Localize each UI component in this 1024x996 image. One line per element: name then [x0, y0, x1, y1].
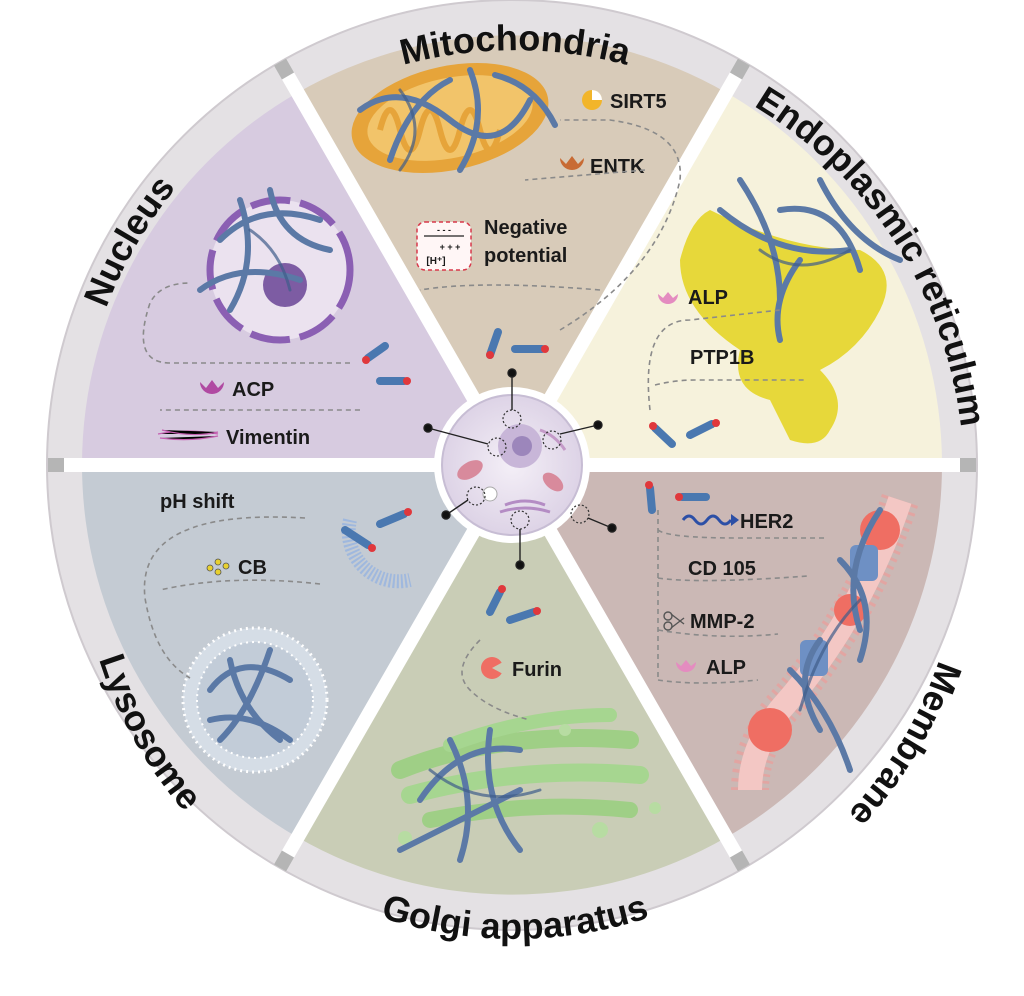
golgi-illustration	[391, 708, 661, 863]
sirt5-label: SIRT5	[610, 91, 667, 113]
her2-label: HER2	[740, 511, 793, 533]
acp-label: ACP	[232, 379, 274, 401]
potential-label: potential	[484, 245, 567, 267]
lysosome-arrows	[143, 516, 321, 679]
furin-icon	[481, 657, 503, 679]
er-alp-icon	[658, 292, 678, 304]
sector-golgi	[297, 465, 727, 895]
cd105-label: CD 105	[688, 558, 756, 580]
membrane-alp-icon	[676, 660, 696, 672]
probe-nucleus	[362, 342, 411, 385]
sirt5-icon	[582, 90, 602, 110]
proton-label: [H⁺]	[426, 256, 445, 267]
charge-pos: + + +	[440, 242, 461, 252]
furin-label: Furin	[512, 659, 562, 681]
charge-neg: - - -	[437, 225, 451, 235]
her2-icon	[681, 514, 739, 526]
nucleus-arrows	[142, 282, 360, 411]
probe-golgi	[486, 585, 541, 624]
probe-er	[649, 419, 720, 448]
cb-label: CB	[238, 557, 267, 579]
er-arrows	[647, 309, 805, 411]
negative-potential-box	[416, 221, 472, 271]
ph-shift-label: pH shift	[160, 491, 235, 513]
entk-label: ENTK	[590, 156, 645, 178]
rim-ticks	[48, 58, 976, 872]
golgi-arrow	[461, 639, 531, 721]
mitochondria-illustration	[351, 63, 558, 173]
cb-icon	[206, 558, 230, 576]
probe-mito	[486, 328, 549, 359]
mito-arrows	[419, 119, 682, 331]
probe-membrane	[645, 481, 710, 514]
er-alp-label: ALP	[688, 287, 728, 309]
probe-lysosome	[341, 508, 412, 552]
entk-icon	[560, 156, 584, 170]
er-illustration	[680, 177, 903, 444]
vimentin-icon	[157, 429, 219, 441]
membrane-alp-label: ALP	[706, 657, 746, 679]
center-cell	[434, 387, 590, 543]
vimentin-label: Vimentin	[226, 427, 310, 449]
scissors-icon	[663, 611, 685, 631]
nucleus-illustration	[197, 187, 354, 344]
acp-icon	[200, 380, 224, 394]
cell-callout-lines	[423, 368, 617, 570]
membrane-arrows	[657, 510, 828, 684]
membrane-illustration	[731, 493, 919, 791]
negative-label: Negative	[484, 217, 567, 239]
mmp2-label: MMP-2	[690, 611, 754, 633]
ptp1b-label: PTP1B	[690, 347, 754, 369]
sector-membrane	[512, 465, 942, 837]
